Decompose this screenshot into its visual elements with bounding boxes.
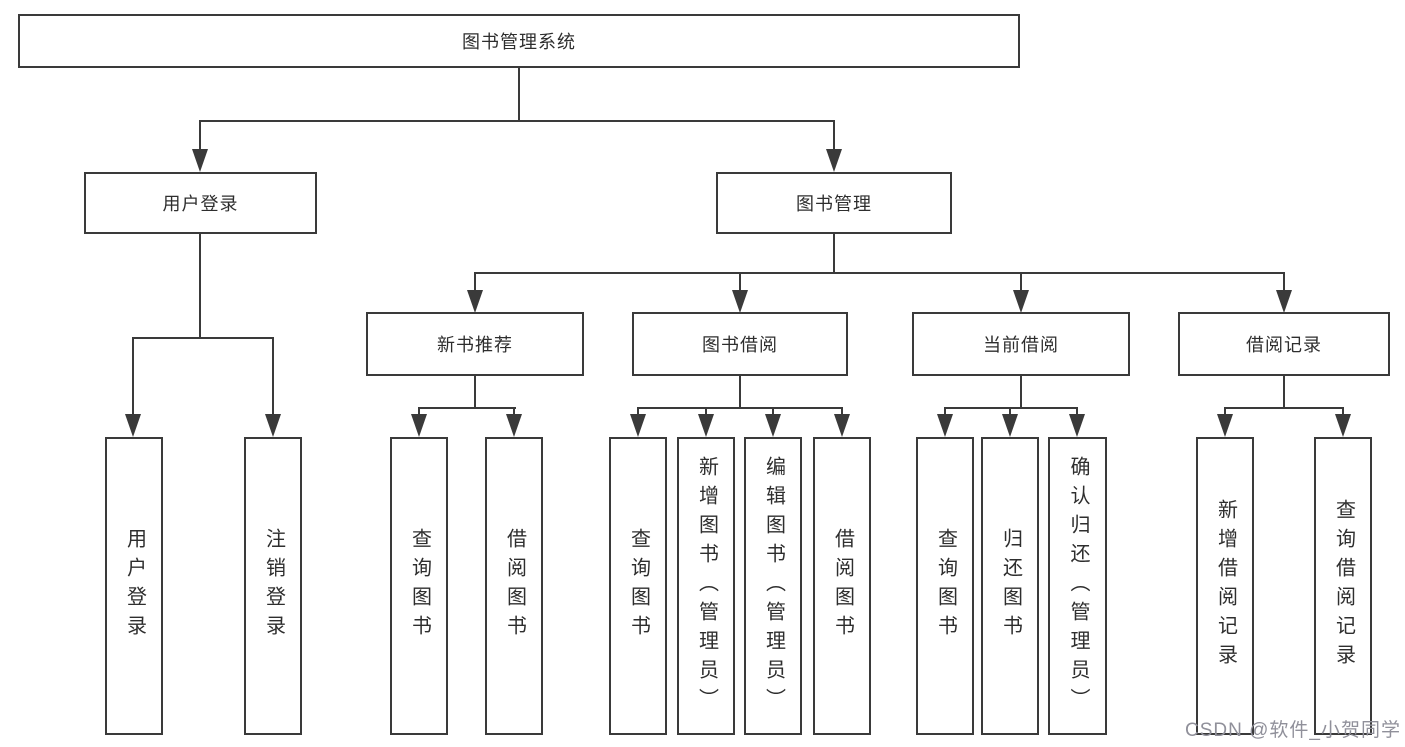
connector-bookborrow-drop: [739, 376, 741, 409]
arrow-down-book-borrow: [732, 290, 748, 313]
connector-stem-new-book: [474, 272, 476, 294]
arrow-down-br-query: [1335, 414, 1351, 437]
connector-stem-nb-borrow: [513, 407, 515, 417]
connector-userlogin-drop: [199, 234, 201, 338]
connector-records-bracket: [1224, 407, 1344, 409]
connector-bookborrow-bracket: [637, 407, 843, 409]
leaf-bb-edit-books-admin: 编辑图书（管理员）: [744, 437, 802, 735]
node-book-management: 图书管理: [716, 172, 952, 234]
connector-stem-cb-return: [1009, 407, 1011, 417]
leaf-user-login: 用户登录: [105, 437, 163, 735]
leaf-br-add-record-label: 新增借阅记录: [1214, 499, 1237, 673]
node-user-login: 用户登录: [84, 172, 317, 234]
node-new-book-recommendation: 新书推荐: [366, 312, 584, 376]
leaf-bb-query-books: 查询图书: [609, 437, 667, 735]
connector-stem-leaf-user-login: [132, 337, 134, 417]
connector-stem-book-borrow: [739, 272, 741, 294]
arrow-down-br-add: [1217, 414, 1233, 437]
connector-bookmgmt-bus: [474, 272, 1285, 274]
leaf-br-query-record: 查询借阅记录: [1314, 437, 1372, 735]
node-root-library-system: 图书管理系统: [18, 14, 1020, 68]
leaf-nb-query-books-label: 查询图书: [408, 528, 431, 644]
csdn-watermark: CSDN @软件_小贺同学: [1185, 720, 1401, 741]
arrow-down-current-borrow: [1013, 290, 1029, 313]
connector-stem-br-add: [1224, 407, 1226, 417]
connector-stem-bb-edit: [772, 407, 774, 417]
arrow-down-nb-query: [411, 414, 427, 437]
leaf-logout-label: 注销登录: [262, 528, 285, 644]
leaf-bb-borrow-books: 借阅图书: [813, 437, 871, 735]
arrow-down-cb-query: [937, 414, 953, 437]
arrow-down-leaf-user-login: [125, 414, 141, 437]
arrow-down-cb-confirm: [1069, 414, 1085, 437]
connector-stem-book-management: [833, 120, 835, 152]
arrow-down-bb-query: [630, 414, 646, 437]
connector-root-drop: [518, 68, 520, 122]
arrow-down-bb-edit: [765, 414, 781, 437]
arrow-down-new-book: [467, 290, 483, 313]
connector-stem-bb-add: [705, 407, 707, 417]
connector-currentborrow-drop: [1020, 376, 1022, 409]
connector-stem-current-borrow: [1020, 272, 1022, 294]
arrow-down-nb-borrow: [506, 414, 522, 437]
arrow-down-bb-add: [698, 414, 714, 437]
arrow-down-cb-return: [1002, 414, 1018, 437]
connector-stem-user-login: [199, 120, 201, 152]
connector-stem-cb-confirm: [1076, 407, 1078, 417]
leaf-cb-return-books-label: 归还图书: [999, 528, 1022, 644]
node-book-borrowing: 图书借阅: [632, 312, 848, 376]
leaf-bb-query-books-label: 查询图书: [627, 528, 650, 644]
connector-stem-nb-query: [418, 407, 420, 417]
arrow-down-borrow-records: [1276, 290, 1292, 313]
arrow-down-book-management: [826, 149, 842, 172]
connector-stem-bb-borrow: [841, 407, 843, 417]
node-current-borrowing: 当前借阅: [912, 312, 1130, 376]
leaf-bb-add-books-admin-label: 新增图书（管理员）: [695, 455, 718, 717]
leaf-bb-borrow-books-label: 借阅图书: [831, 528, 854, 644]
leaf-bb-edit-books-admin-label: 编辑图书（管理员）: [762, 455, 785, 717]
arrow-down-leaf-logout: [265, 414, 281, 437]
arrow-down-bb-borrow: [834, 414, 850, 437]
leaf-br-add-record: 新增借阅记录: [1196, 437, 1254, 735]
leaf-nb-query-books: 查询图书: [390, 437, 448, 735]
leaf-br-query-record-label: 查询借阅记录: [1332, 499, 1355, 673]
node-borrowing-records: 借阅记录: [1178, 312, 1390, 376]
connector-stem-bb-query: [637, 407, 639, 417]
connector-stem-cb-query: [944, 407, 946, 417]
leaf-bb-add-books-admin: 新增图书（管理员）: [677, 437, 735, 735]
leaf-cb-return-books: 归还图书: [981, 437, 1039, 735]
connector-records-drop: [1283, 376, 1285, 409]
leaf-cb-query-books: 查询图书: [916, 437, 974, 735]
connector-bookmgmt-drop: [833, 234, 835, 274]
leaf-user-login-label: 用户登录: [123, 528, 146, 644]
connector-newbook-drop: [474, 376, 476, 409]
connector-stem-borrow-records: [1283, 272, 1285, 294]
connector-stem-leaf-logout: [272, 337, 274, 417]
leaf-cb-query-books-label: 查询图书: [934, 528, 957, 644]
connector-newbook-bracket: [418, 407, 516, 409]
leaf-logout: 注销登录: [244, 437, 302, 735]
leaf-nb-borrow-books: 借阅图书: [485, 437, 543, 735]
leaf-nb-borrow-books-label: 借阅图书: [503, 528, 526, 644]
leaf-cb-confirm-return-admin-label: 确认归还（管理员）: [1067, 455, 1089, 717]
arrow-down-user-login: [192, 149, 208, 172]
connector-stem-br-query: [1342, 407, 1344, 417]
leaf-cb-confirm-return-admin: 确认归还（管理员）: [1048, 437, 1107, 735]
connector-root-bus: [199, 120, 835, 122]
connector-currentborrow-bracket: [944, 407, 1078, 409]
connector-userlogin-bracket: [132, 337, 274, 339]
